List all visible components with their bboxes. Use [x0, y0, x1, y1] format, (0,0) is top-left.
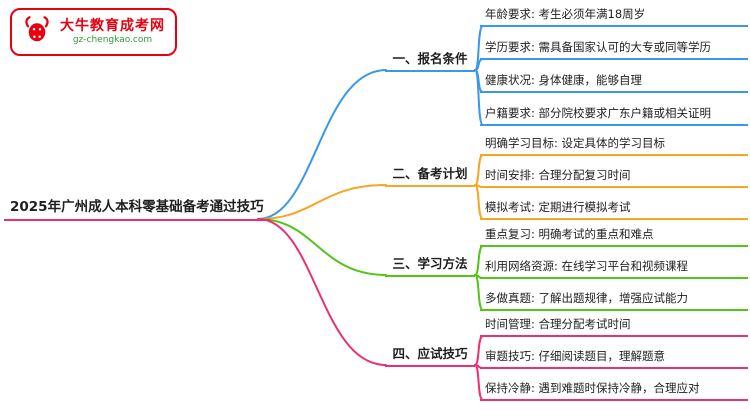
leaf-education-requirement: 学历要求: 需具备国家认可的大专或同等学历 — [480, 38, 748, 60]
wire-root-branch1 — [257, 69, 387, 220]
root-node: 2025年广州成人本科零基础备考通过技巧 — [4, 197, 270, 221]
wire-root-branch3 — [257, 218, 387, 276]
branch-preparation-plan: 二、备考计划 — [385, 163, 475, 187]
leaf-mock-exam: 模拟考试: 定期进行模拟考试 — [480, 198, 748, 220]
leaf-practice-papers: 多做真题: 了解出题规律，增强应试能力 — [480, 289, 748, 311]
logo-title: 大牛教育成考网 — [60, 18, 165, 34]
wire-root-branch4 — [257, 218, 387, 366]
site-logo: 大牛教育成考网 gz-chengkao.com — [10, 8, 177, 56]
wire-root-branch2 — [257, 184, 387, 220]
leaf-age-requirement: 年龄要求: 考生必须年满18周岁 — [480, 5, 748, 27]
wire-b1-l2 — [474, 58, 484, 71]
branch-registration-conditions: 一、报名条件 — [385, 48, 475, 72]
logo-bull-icon — [22, 15, 52, 49]
branch-exam-skills: 四、应试技巧 — [385, 343, 475, 367]
leaf-health-condition: 健康状况: 身体健康，能够自理 — [480, 71, 748, 93]
leaf-time-management: 时间管理: 合理分配考试时间 — [480, 315, 748, 337]
logo-url: gz-chengkao.com — [72, 35, 153, 45]
leaf-time-arrangement: 时间安排: 合理分配复习时间 — [480, 166, 748, 188]
leaf-question-reading: 审题技巧: 仔细阅读题目，理解题意 — [480, 347, 748, 369]
leaf-online-resources: 利用网络资源: 在线学习平台和视频课程 — [480, 257, 748, 279]
leaf-residency-requirement: 户籍要求: 部分院校要求广东户籍或相关证明 — [480, 104, 748, 126]
branch-study-methods: 三、学习方法 — [385, 253, 475, 277]
leaf-stay-calm: 保持冷静: 遇到难题时保持冷静，合理应对 — [480, 379, 748, 401]
leaf-learning-goal: 明确学习目标: 设定具体的学习目标 — [480, 134, 748, 156]
leaf-key-review: 重点复习: 明确考试的重点和难点 — [480, 225, 748, 247]
